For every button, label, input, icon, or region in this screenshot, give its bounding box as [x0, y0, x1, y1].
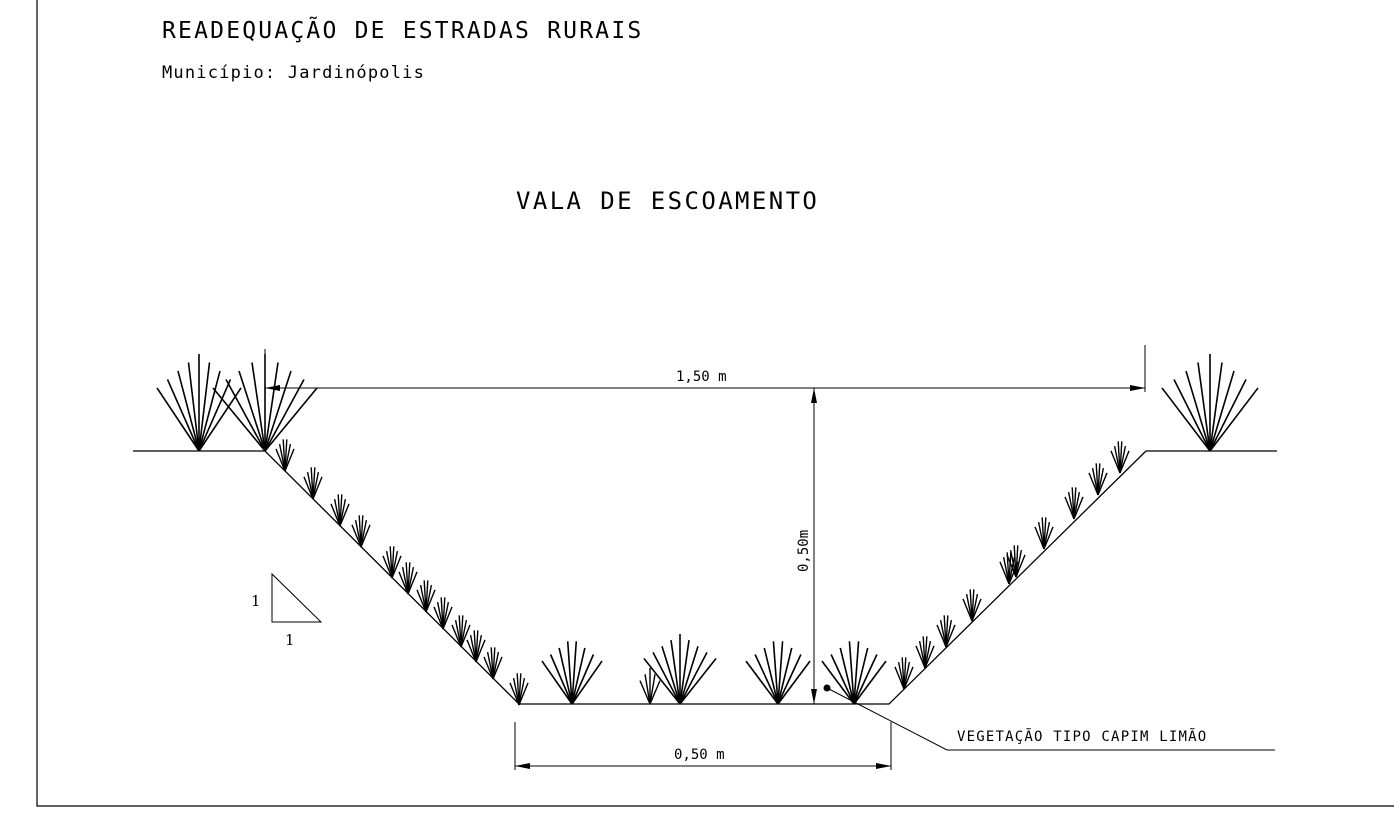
grass-tuft — [451, 615, 471, 648]
grass-tuft — [915, 636, 935, 669]
grass-tuft — [1161, 354, 1259, 452]
slope-run-label: 1 — [285, 631, 295, 649]
sheet-border — [36, 0, 1394, 807]
depth-label: 0,50m — [796, 530, 812, 572]
municipality-label: Município: Jardinópolis — [162, 63, 426, 83]
slope-rise-label: 1 — [251, 592, 261, 610]
grass-tuft — [1034, 517, 1054, 550]
grass-tuft — [382, 546, 402, 579]
top-width-dimension: 1,50 m — [264, 345, 1146, 440]
grass-tuft — [398, 562, 418, 595]
depth-dimension: 0,50m — [776, 387, 826, 704]
grass-tuft — [466, 630, 486, 663]
grass-tuft — [303, 467, 323, 500]
grass-tuft — [643, 634, 717, 705]
grass-tuft — [541, 641, 603, 705]
grass-tuft — [1064, 487, 1084, 520]
grass-tuft — [962, 589, 982, 622]
grass-tuft — [894, 657, 914, 690]
grass-tuft — [821, 641, 887, 705]
grass-tuft — [483, 647, 503, 680]
top-width-label: 1,50 m — [676, 369, 727, 385]
grass-tuft — [351, 515, 371, 548]
bottom-width-label: 0,50 m — [674, 747, 725, 763]
bottom-width-dimension: 0,50 m — [514, 722, 892, 770]
drawing-title: VALA DE ESCOAMENTO — [516, 187, 820, 215]
grass-tuft — [1088, 463, 1108, 496]
grass-tuft — [1110, 441, 1130, 474]
grass-tuft — [509, 673, 529, 706]
sheet-title: READEQUAÇÃO DE ESTRADAS RURAIS — [162, 18, 644, 44]
grass-tuft — [1006, 545, 1026, 578]
grass-tuft — [212, 354, 318, 452]
grass-tuft — [433, 597, 453, 630]
grass-tuft — [330, 494, 350, 527]
grass-tuft — [936, 615, 956, 648]
grass-vegetation — [156, 354, 1259, 706]
grass-tuft — [745, 641, 811, 705]
grass-tuft — [275, 439, 295, 472]
grass-tuft — [416, 580, 436, 613]
vegetation-label: VEGETAÇÃO TIPO CAPIM LIMÃO — [957, 728, 1207, 745]
grass-tuft — [639, 668, 661, 705]
ditch-profile-line — [133, 450, 1277, 705]
vegetation-callout: VEGETAÇÃO TIPO CAPIM LIMÃO — [823, 684, 1275, 751]
slope-indicator: 1 1 — [251, 572, 323, 649]
grass-tuft — [156, 354, 242, 452]
